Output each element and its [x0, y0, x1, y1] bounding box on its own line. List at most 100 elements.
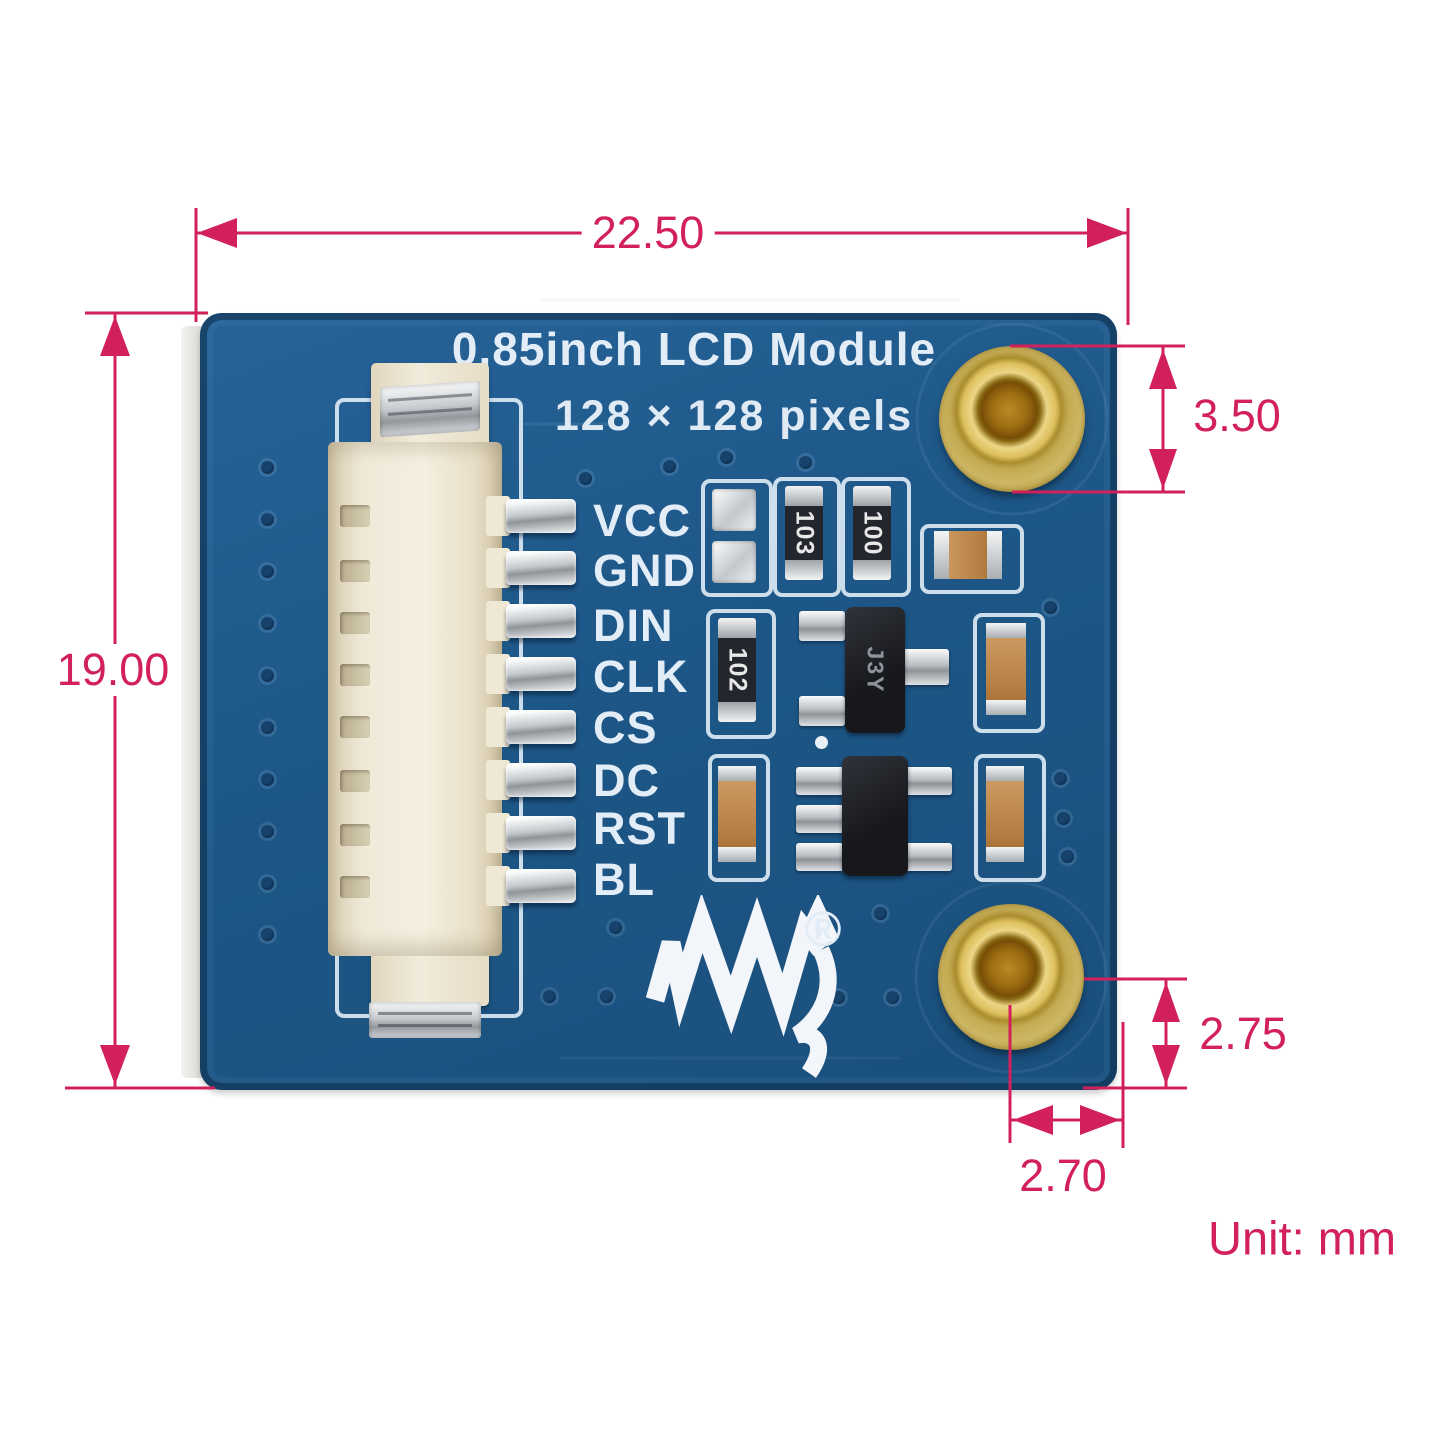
resistor-end-cap	[853, 486, 891, 506]
ic-pin	[796, 805, 844, 833]
capacitor	[986, 766, 1024, 862]
resistor-100-outline	[841, 477, 911, 597]
capacitor-end	[934, 531, 949, 579]
transistor-body: J3Y	[845, 607, 905, 733]
pin-label-clk: CLK	[593, 651, 689, 702]
ic-body	[842, 756, 908, 876]
resistor-102: 102	[718, 618, 756, 722]
resistor-end-cap	[718, 702, 756, 722]
connector-pin	[506, 816, 576, 850]
capacitor	[718, 766, 756, 862]
capacitor-end	[986, 847, 1024, 862]
pin-label-cs: CS	[593, 702, 658, 753]
ic-pin	[796, 843, 844, 871]
connector-slot	[340, 612, 370, 634]
capacitor-end	[986, 766, 1024, 781]
via	[261, 825, 274, 838]
resistor-103-outline	[773, 477, 841, 597]
capacitor-end	[987, 531, 1002, 579]
connector-pin	[506, 657, 576, 691]
via	[1057, 812, 1070, 825]
resistor-code: 100	[858, 510, 887, 556]
waveshare-logo	[645, 895, 839, 1078]
pin-label-vcc: VCC	[593, 495, 692, 546]
pin-label-gnd: GND	[593, 545, 696, 596]
connector-pin	[506, 604, 576, 638]
via	[799, 456, 812, 469]
via	[261, 617, 274, 630]
via	[261, 669, 274, 682]
dim-standoff-diameter: 3.50	[1183, 390, 1291, 442]
capacitor-end	[986, 623, 1026, 638]
via	[1061, 850, 1074, 863]
transistor-pad	[799, 696, 845, 726]
connector-slot	[340, 664, 370, 686]
capacitor	[986, 623, 1026, 715]
resistor-100: 100	[853, 486, 891, 580]
board-title: 0.85inch LCD Module	[451, 323, 937, 375]
pin-label-rst: RST	[593, 803, 686, 854]
resistor-103: 103	[785, 486, 823, 580]
connector-pin	[506, 710, 576, 744]
via	[1044, 601, 1057, 614]
via	[832, 991, 845, 1004]
ic-pin	[904, 767, 952, 795]
connector-slot	[340, 824, 370, 846]
connector-bottom-tab	[371, 952, 489, 1006]
resistor-102-outline	[706, 609, 776, 739]
connector-pin	[506, 763, 576, 797]
via	[663, 460, 676, 473]
resistor-end-cap	[785, 560, 823, 580]
dim-hole-to-right: 2.70	[1009, 1150, 1117, 1202]
dim-board-width: 22.50	[581, 207, 715, 259]
resistor-end-cap	[785, 486, 823, 506]
via	[261, 513, 274, 526]
via	[543, 990, 556, 1003]
connector-pin	[506, 869, 576, 903]
via	[261, 773, 274, 786]
connector-pin	[506, 551, 576, 585]
pads-outline	[701, 479, 773, 597]
connector-slot	[340, 560, 370, 582]
via	[886, 991, 899, 1004]
unit-note: Unit: mm	[1198, 1210, 1406, 1266]
solder-pad	[712, 489, 756, 531]
capacitor-end	[986, 700, 1026, 715]
capacitor	[934, 531, 1002, 579]
via	[609, 921, 622, 934]
pin-label-dc: DC	[593, 755, 660, 806]
via	[261, 461, 274, 474]
capacitor-end	[718, 766, 756, 781]
resistor-code: 103	[790, 510, 819, 556]
connector-pin	[506, 499, 576, 533]
connector-solder-tab	[369, 1002, 481, 1038]
via	[579, 472, 592, 485]
transistor-pad	[799, 611, 845, 641]
connector-slot	[340, 716, 370, 738]
dim-board-height: 19.00	[46, 644, 180, 696]
via	[720, 451, 733, 464]
resistor-end-cap	[853, 560, 891, 580]
via	[600, 990, 613, 1003]
tented-via	[815, 736, 828, 749]
capacitor-4-outline	[974, 754, 1046, 882]
board-subtitle: 128 × 128 pixels	[554, 392, 914, 440]
connector-slot	[340, 876, 370, 898]
via	[261, 565, 274, 578]
pin-label-bl: BL	[593, 854, 655, 905]
connector-top-tab	[371, 363, 489, 455]
via	[874, 907, 887, 920]
mounting-standoff-top	[939, 346, 1085, 492]
resistor-code: 102	[723, 647, 752, 693]
via	[261, 928, 274, 941]
registered-trademark: ®	[804, 901, 842, 957]
via	[261, 877, 274, 890]
capacitor-1-outline	[920, 524, 1024, 594]
capacitor-3-outline	[708, 754, 770, 882]
connector-solder-tab	[380, 380, 480, 438]
via	[1054, 772, 1067, 785]
capacitor-end	[718, 847, 756, 862]
resistor-end-cap	[718, 618, 756, 638]
dim-hole-to-bottom: 2.75	[1189, 1008, 1297, 1060]
